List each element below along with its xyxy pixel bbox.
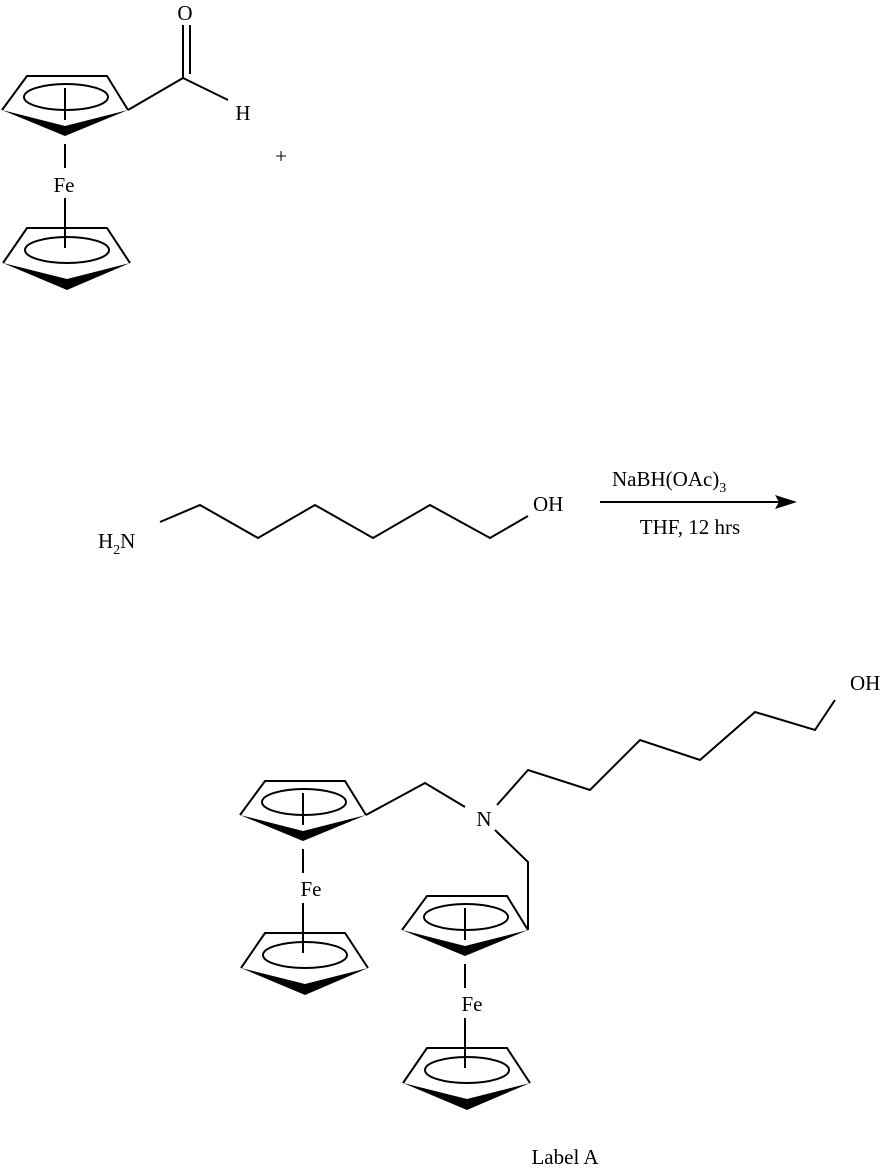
reaction-arrow bbox=[600, 495, 797, 509]
plus-sign: + bbox=[275, 144, 287, 168]
compound-label: Label A bbox=[531, 1145, 599, 1169]
bond bbox=[366, 783, 465, 815]
ferrocene-aldehyde: Fe O H bbox=[2, 1, 251, 290]
hexanol-chain bbox=[497, 700, 835, 805]
hydroxyl-label: OH bbox=[850, 671, 880, 695]
aminohexanol: H2N OH bbox=[98, 492, 563, 558]
hydrogen-label: H bbox=[235, 101, 250, 125]
nitrogen-label: N bbox=[476, 807, 491, 831]
oxygen-label: O bbox=[177, 1, 192, 25]
hydroxyl-label: OH bbox=[533, 492, 563, 516]
bond bbox=[128, 78, 183, 110]
product-molecule: Fe Fe N OH bbox=[240, 671, 880, 1110]
amine-label: H2N bbox=[98, 529, 135, 558]
bond bbox=[495, 830, 528, 930]
reagent-label: NaBH(OAc)3 bbox=[612, 467, 726, 496]
iron-label: Fe bbox=[301, 877, 322, 901]
carbon-chain bbox=[160, 505, 528, 538]
iron-label: Fe bbox=[462, 992, 483, 1016]
conditions-label: THF, 12 hrs bbox=[640, 515, 740, 539]
bond bbox=[183, 78, 228, 100]
iron-label: Fe bbox=[54, 173, 75, 197]
